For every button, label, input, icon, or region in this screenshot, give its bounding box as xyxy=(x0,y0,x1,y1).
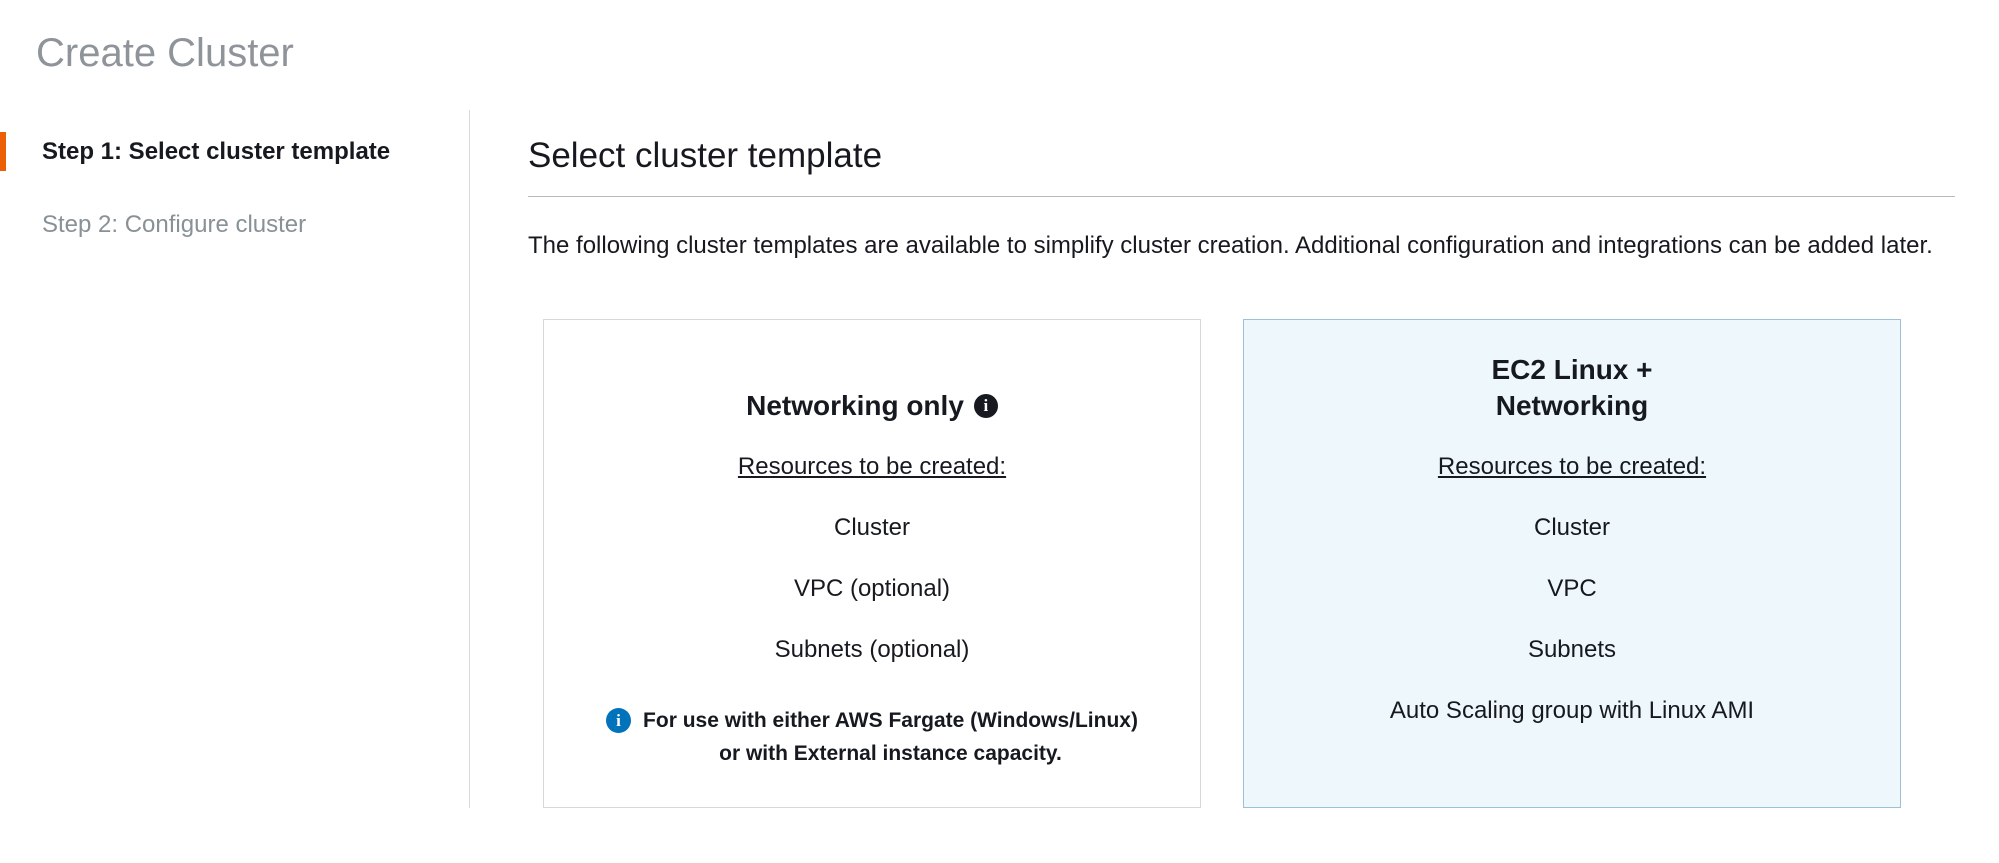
info-icon: i xyxy=(606,707,632,733)
card-title-text: Networking only xyxy=(746,390,964,422)
card-title: EC2 Linux + Networking xyxy=(1491,354,1653,422)
card-note-text: For use with either AWS Fargate (Windows… xyxy=(643,708,1138,766)
template-card-ec2-linux-networking[interactable]: EC2 Linux + Networking Resources to be c… xyxy=(1243,319,1901,808)
content-row: Step 1: Select cluster template Step 2: … xyxy=(0,110,1999,808)
resource-item: Subnets (optional) xyxy=(774,635,970,663)
page-title: Create Cluster xyxy=(36,31,294,75)
wizard-steps-sidebar: Step 1: Select cluster template Step 2: … xyxy=(0,110,469,808)
resource-item: Cluster xyxy=(833,513,911,541)
heading-divider xyxy=(528,196,1955,197)
resources-label: Resources to be created: xyxy=(737,452,1007,480)
resource-item: Subnets xyxy=(1527,635,1617,663)
info-icon[interactable]: i xyxy=(973,394,998,418)
sidebar-step-1-select-cluster-template[interactable]: Step 1: Select cluster template xyxy=(0,132,469,172)
template-cards: Networking only i Resources to be created… xyxy=(543,319,1955,808)
card-note: i For use with either AWS Fargate (Window… xyxy=(570,664,1174,771)
section-heading: Select cluster template xyxy=(528,136,883,175)
resource-item: VPC (optional) xyxy=(793,574,951,602)
main-panel: Select cluster template The following cl… xyxy=(469,110,1999,808)
sidebar-step-2-configure-cluster: Step 2: Configure cluster xyxy=(42,211,307,239)
template-card-networking-only[interactable]: Networking only i Resources to be created… xyxy=(543,319,1201,808)
resources-label: Resources to be created: xyxy=(1437,452,1707,480)
section-description: The following cluster templates are avai… xyxy=(528,232,1933,259)
resource-item: Cluster xyxy=(1533,513,1611,541)
resource-item: Auto Scaling group with Linux AMI xyxy=(1389,696,1755,724)
card-title: Networking only i xyxy=(570,352,1174,425)
resource-item: VPC xyxy=(1547,574,1597,602)
